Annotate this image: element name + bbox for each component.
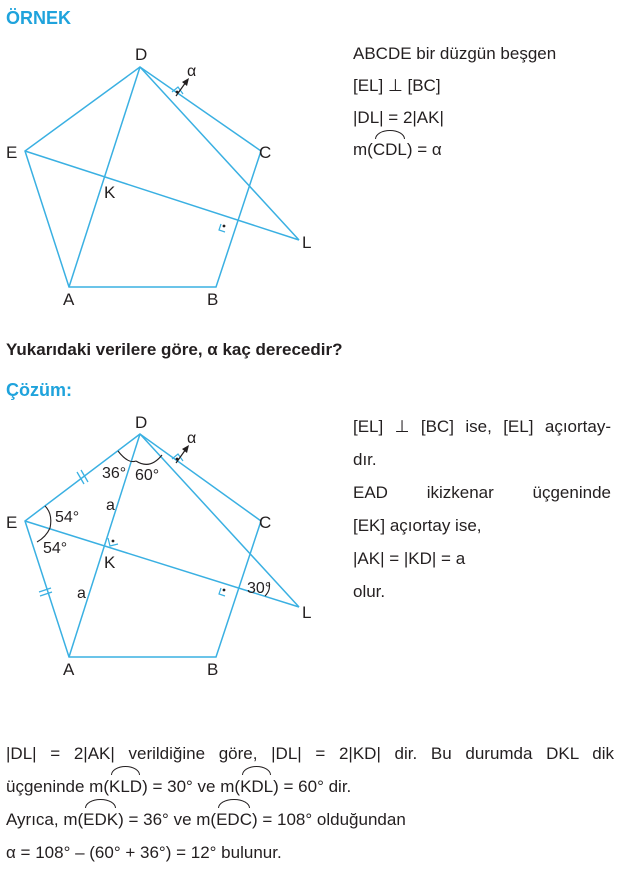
example-heading: ÖRNEK — [6, 8, 72, 28]
angle-cdl: CDL — [373, 130, 407, 166]
right-angle-mark-dl — [171, 453, 184, 462]
solution-line: [EL] ⊥ [BC] ise, [EL] açıortay- — [353, 417, 611, 436]
given-line: ABCDE bir düzgün beşgen — [353, 44, 557, 63]
final-line-4: α = 108° – (60° + 36°) = 12° bulunur. — [6, 843, 282, 862]
label-c: C — [259, 513, 271, 532]
segment-dl — [139, 433, 300, 608]
final-line-1: |DL| = 2|AK| verildiğine göre, |DL| = 2|… — [6, 744, 614, 763]
angle-kdl: KDL — [240, 766, 273, 803]
arc-l — [264, 581, 271, 597]
solution-line: EAD ikizkenar üçgeninde — [353, 483, 611, 502]
label-l: L — [302, 233, 311, 252]
right-angle-mark-dl — [171, 86, 184, 95]
label-a: A — [63, 290, 75, 309]
label-e: E — [6, 513, 17, 532]
label-b: B — [207, 290, 218, 309]
label-b: B — [207, 660, 218, 679]
label-c: C — [259, 143, 271, 162]
label-alpha: α — [187, 430, 196, 447]
solution-line: dır. — [353, 450, 377, 469]
label-angle-54-bottom: 54° — [43, 540, 67, 557]
final-line-3: Ayrıca, m(EDK) = 36° ve m(EDC) = 108° ol… — [6, 799, 614, 836]
label-d: D — [135, 413, 147, 432]
label-e: E — [6, 143, 17, 162]
final-explanation: |DL| = 2|AK| verildiğine göre, |DL| = 2|… — [6, 737, 614, 869]
label-k: K — [104, 183, 116, 202]
segment-dl — [139, 66, 300, 241]
final-line-2: üçgeninde m(KLD) = 30° ve m(KDL) = 60° d… — [6, 766, 614, 803]
pentagon-abcde — [24, 433, 262, 658]
label-alpha: α — [187, 63, 196, 80]
arc-kdl — [135, 454, 163, 465]
solution-text: [EL] ⊥ [BC] ise, [EL] açıortay- dır. EAD… — [353, 410, 611, 608]
angle-kld: KLD — [109, 766, 142, 803]
angle-edc: EDC — [216, 799, 252, 836]
given-line: [EL] ⊥ [BC] — [353, 76, 441, 95]
label-angle-60: 60° — [135, 467, 159, 484]
label-d: D — [135, 45, 147, 64]
solution-pentagon-diagram: D E C K L A B α 36° 60° 54° 54° 30° a a — [6, 413, 311, 679]
label-angle-30: 30° — [247, 580, 271, 597]
label-a-bottom: a — [77, 585, 86, 602]
pentagon-abcde — [24, 66, 262, 288]
right-angle-mark-m — [218, 223, 226, 233]
arc-edk — [117, 450, 137, 463]
question-text: Yukarıdaki verilere göre, α kaç derecedi… — [6, 340, 343, 359]
label-angle-36: 36° — [102, 465, 126, 482]
given-angle-line: m(CDL) = α — [353, 130, 556, 166]
right-angle-mark-k — [107, 537, 119, 547]
label-angle-54-top: 54° — [55, 509, 79, 526]
label-a-top: a — [106, 497, 115, 514]
angle-edk: EDK — [83, 799, 118, 836]
solution-line: olur. — [353, 582, 386, 601]
arc-e-bottom — [36, 527, 51, 543]
solution-line: [EK] açıortay ise, — [353, 516, 482, 535]
label-l: L — [302, 603, 311, 622]
example-pentagon-diagram: D E C K L A B α — [6, 45, 311, 309]
label-k: K — [104, 553, 116, 572]
solution-heading: Çözüm: — [6, 380, 72, 400]
given-line: |DL| = 2|AK| — [353, 108, 444, 127]
segment-el — [24, 520, 300, 608]
arc-e-top — [44, 505, 52, 529]
segment-el — [24, 150, 300, 241]
right-angle-mark-m — [218, 587, 226, 597]
given-list: ABCDE bir düzgün beşgen [EL] ⊥ [BC] |DL|… — [353, 38, 556, 166]
label-a: A — [63, 660, 75, 679]
solution-line: |AK| = |KD| = a — [353, 549, 466, 568]
